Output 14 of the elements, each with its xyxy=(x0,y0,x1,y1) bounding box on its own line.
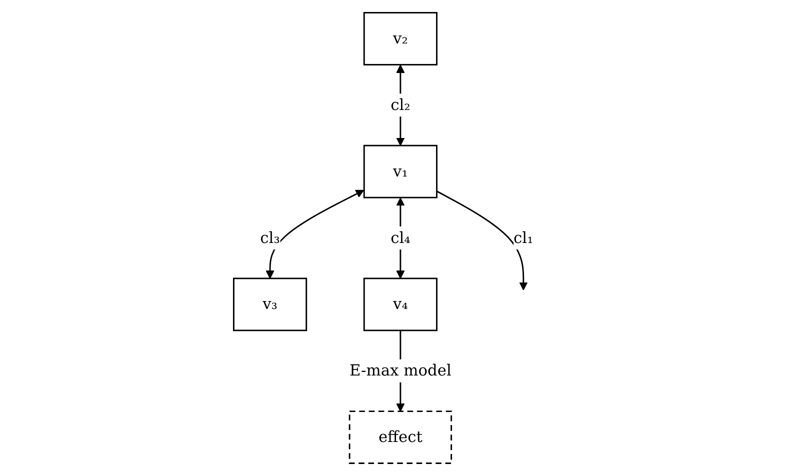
node-box: effect xyxy=(348,410,452,464)
edge-label: cl₄ xyxy=(390,228,410,247)
node-box: v₃ xyxy=(232,278,307,332)
node-box: v₂ xyxy=(362,12,437,66)
edge-label: E-max model xyxy=(348,361,451,380)
edge-label: cl₂ xyxy=(390,96,410,114)
arrow xyxy=(396,64,404,146)
arrow xyxy=(436,190,528,290)
edge-label: cl₁ xyxy=(513,228,533,247)
arrow xyxy=(265,190,364,279)
node-box: v₁ xyxy=(362,144,437,198)
edge-label: cl₃ xyxy=(260,228,280,247)
node-box: v₄ xyxy=(362,278,437,332)
arrow xyxy=(396,198,404,279)
